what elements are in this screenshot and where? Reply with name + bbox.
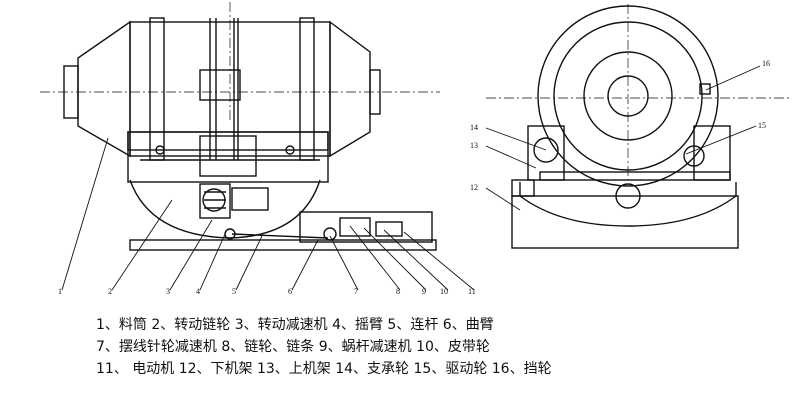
- parts-legend: 1、料筒 2、转动链轮 3、转动减速机 4、摇臂 5、连杆 6、曲臂 7、摆线针…: [96, 314, 756, 380]
- callout-6: 6: [288, 287, 292, 296]
- drum: [63, 17, 381, 161]
- callout-7: 7: [354, 287, 358, 296]
- callout-11: 11: [468, 287, 476, 296]
- mixer-engineering-drawing: 1 2 3 4 5 6 7 8 9 10 11 12 13 14 15 16: [40, 2, 790, 296]
- callout-3: 3: [166, 287, 170, 296]
- callout-9: 9: [422, 287, 426, 296]
- rotation-reducer: [199, 183, 269, 219]
- callout-12: 12: [470, 183, 478, 192]
- side-leaders: [61, 137, 475, 291]
- lower-housing-side: [129, 179, 321, 239]
- callout-14: 14: [470, 123, 478, 132]
- upper-frame-side: [127, 131, 329, 183]
- legend-line-1: 1、料筒 2、转动链轮 3、转动减速机 4、摇臂 5、连杆 6、曲臂: [96, 317, 494, 333]
- side-view: [40, 2, 475, 291]
- base-plate-side: [129, 211, 437, 251]
- end-leaders: [485, 65, 761, 211]
- upper-frame-end: [527, 83, 731, 181]
- lower-frame-end: [511, 179, 739, 249]
- callout-labels: 1 2 3 4 5 6 7 8 9 10 11 12 13 14 15 16: [58, 59, 770, 296]
- callout-5: 5: [232, 287, 236, 296]
- drum-outer-circle: [537, 5, 719, 187]
- legend-line-2: 7、摆线针轮减速机 8、链轮、链条 9、蜗杆减速机 10、皮带轮: [96, 339, 490, 355]
- callout-1: 1: [58, 287, 62, 296]
- callout-2: 2: [108, 287, 112, 296]
- callout-8: 8: [396, 287, 400, 296]
- callout-10: 10: [440, 287, 448, 296]
- callout-15: 15: [758, 121, 766, 130]
- legend-line-3: 11、 电动机 12、下机架 13、上机架 14、支承轮 15、驱动轮 16、挡…: [96, 361, 552, 377]
- callout-13: 13: [470, 141, 478, 150]
- end-view: [485, 4, 790, 249]
- callout-16: 16: [762, 59, 770, 68]
- callout-4: 4: [196, 287, 200, 296]
